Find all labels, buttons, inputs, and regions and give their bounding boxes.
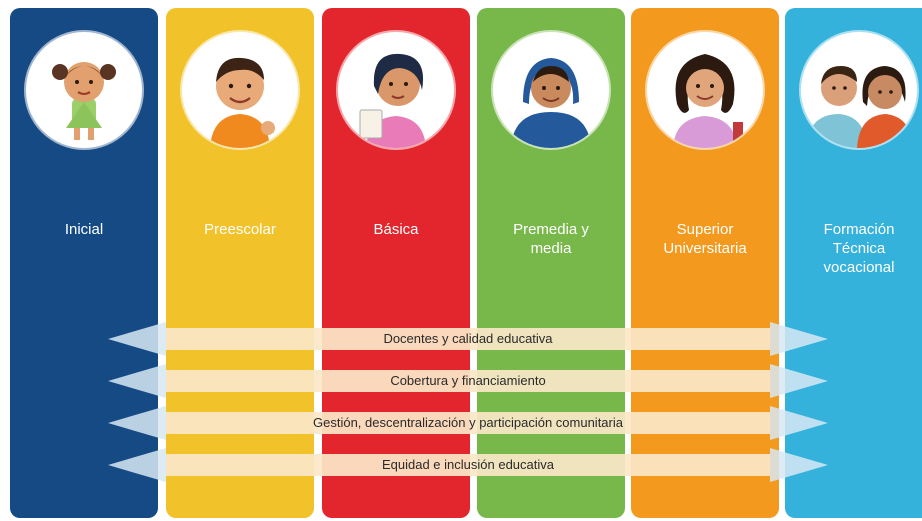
young-woman-portrait [647,32,763,148]
toddler-girl-portrait [26,32,142,148]
level-label-premedia: Premedia y media [483,220,619,258]
band-label-gestion: Gestión, descentralización y participaci… [313,415,623,430]
band-equidad: Equidad e inclusión educativa [108,448,828,482]
preschool-boy-portrait [182,32,298,148]
level-label-line: Básica [373,221,419,238]
double-arrow-icon [108,406,828,440]
column-basica: Básica [322,8,470,518]
band-cobertura: Cobertura y financiamiento [108,364,828,398]
band-label-equidad: Equidad e inclusión educativa [381,457,554,472]
band-label-cobertura: Cobertura y financiamiento [390,373,546,388]
teen-boy-portrait [493,32,609,148]
level-label-line: Universitaria [663,240,747,257]
schoolgirl-portrait [338,32,454,148]
level-label-line: Preescolar [204,221,276,238]
double-arrow-icon [108,364,828,398]
level-label-line: media [530,240,572,257]
level-label-inicial: Inicial [16,220,152,239]
level-label-line: Premedia y [513,221,589,238]
two-students-portrait [801,32,917,148]
level-label-line: Superior [676,221,734,238]
level-label-line: Formación [823,221,895,238]
double-arrow-icon [108,448,828,482]
column-premedia: Premedia y media [477,8,625,518]
double-arrow-icon [108,322,828,356]
level-label-line: vocacional [823,259,895,276]
column-preescolar: Preescolar [166,8,314,518]
level-label-line: Inicial [64,221,104,238]
band-gestion: Gestión, descentralización y participaci… [108,406,828,440]
column-inicial: Inicial [10,8,158,518]
level-label-line: Técnica [832,240,886,257]
level-label-basica: Básica [328,220,464,239]
band-docentes: Docentes y calidad educativa [108,322,828,356]
band-label-docentes: Docentes y calidad educativa [383,331,553,346]
level-label-preescolar: Preescolar [172,220,308,239]
